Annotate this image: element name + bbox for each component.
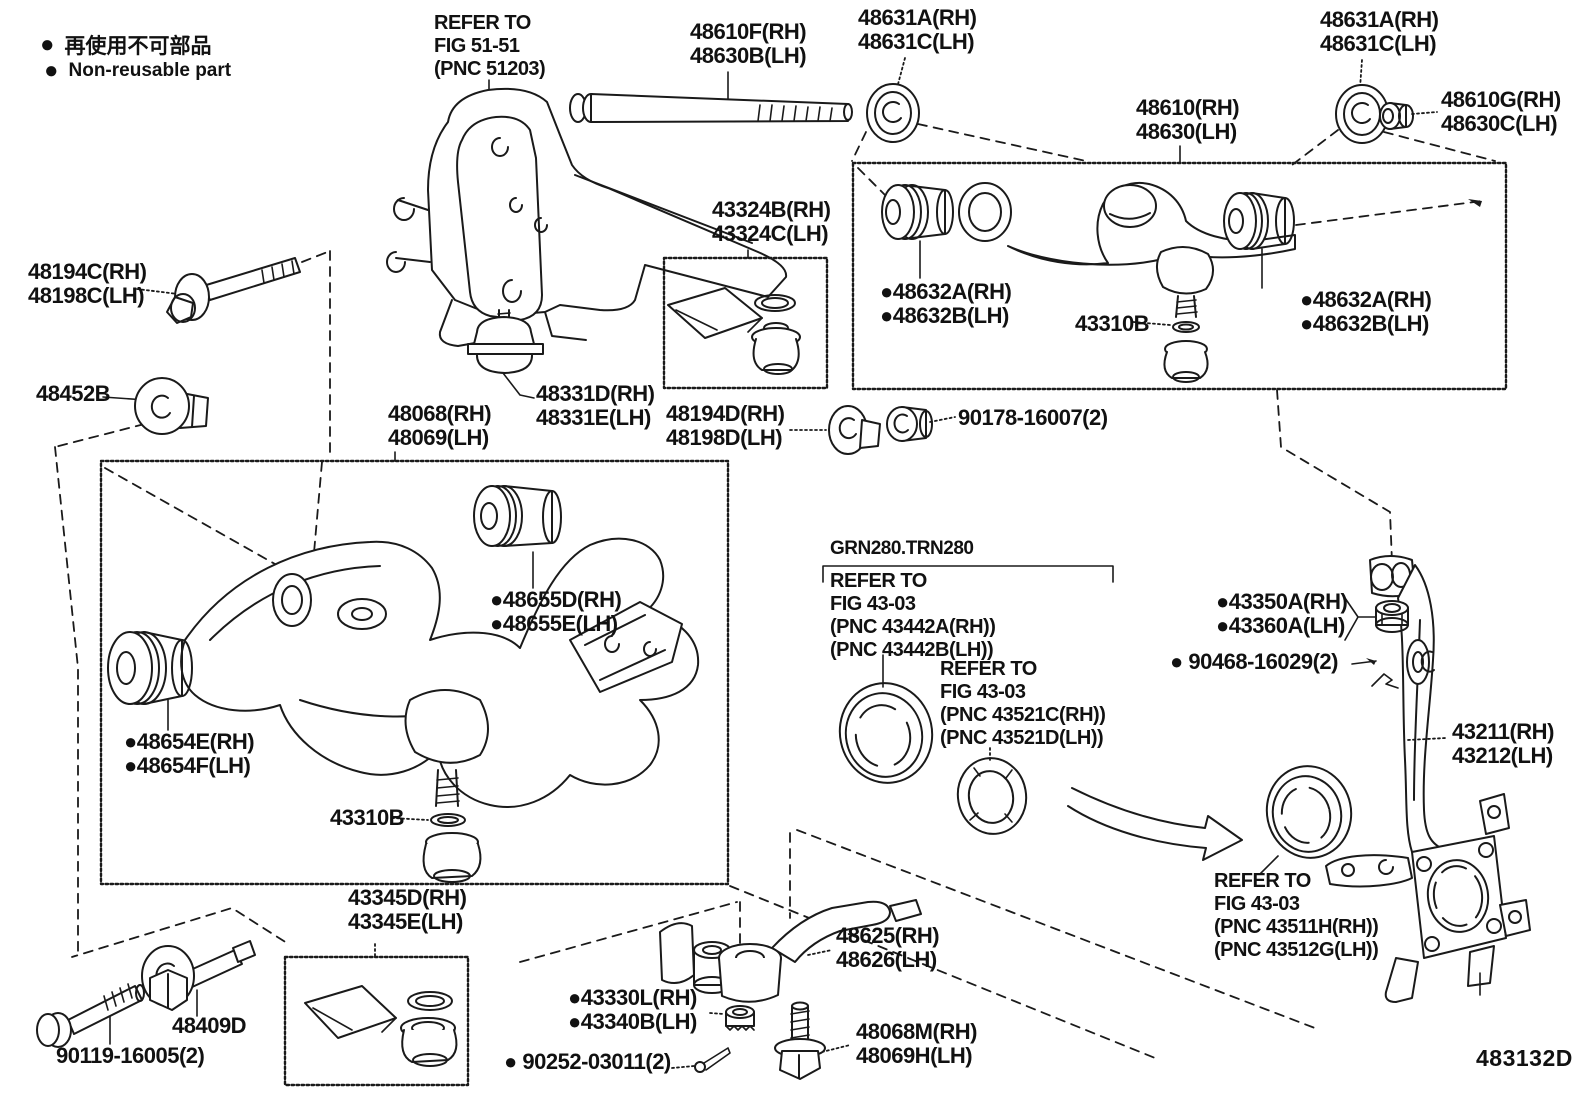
- part-label-90119: 90119-16005(2): [56, 1043, 205, 1068]
- bullet-icon: ●: [44, 57, 59, 84]
- part-label-43324b: 43324B(RH) 43324C(LH): [712, 197, 831, 246]
- kit-box-43324b: [662, 249, 829, 390]
- part-label-43310b-lower: 43310B: [330, 805, 405, 830]
- legend-non-reusable-en: ● Non-reusable part: [44, 59, 231, 83]
- seal-ref-43511: [1259, 765, 1353, 875]
- part-label-90252: ● 90252-03011(2): [504, 1049, 671, 1074]
- cap-43350a: [1344, 597, 1409, 641]
- part-label-48632a-left: ●48632A(RH) ●48632B(LH): [880, 279, 1012, 328]
- part-label-48610g: 48610G(RH) 48630C(LH): [1441, 87, 1561, 136]
- upper-arm-assembly-box: [851, 145, 1508, 391]
- part-label-43350a: ●43350A(RH) ●43360A(LH): [1216, 589, 1348, 638]
- part-label-90468: ● 90468-16029(2): [1170, 649, 1338, 674]
- figure-number: 483132D: [1476, 1045, 1573, 1071]
- part-label-48610f: 48610F(RH) 48630B(LH): [690, 19, 807, 68]
- pivot-bolt-48610f: [569, 71, 853, 123]
- bullet-icon: ●: [40, 31, 55, 58]
- part-label-48655d: ●48655D(RH) ●48655E(LH): [490, 587, 622, 636]
- kit-box-43345d: [283, 943, 470, 1087]
- knuckle-arm-48625: [659, 899, 922, 1003]
- part-label-48194d: 48194D(RH) 48198D(LH): [666, 401, 785, 450]
- lower-arm-assembly-box: [99, 451, 730, 886]
- cam-washer-48631a-right: [1335, 59, 1389, 144]
- seal-ref-43521: [956, 747, 1028, 835]
- ref-note-43511: REFER TO FIG 43-03 (PNC 43511H(RH)) (PNC…: [1214, 870, 1379, 961]
- part-label-48631a-right: 48631A(RH) 48631C(LH): [1320, 7, 1439, 56]
- bolt-48068m: [774, 1001, 851, 1080]
- part-label-90178: 90178-16007(2): [958, 405, 1108, 430]
- part-label-48194c: 48194C(RH) 48198C(LH): [28, 259, 147, 308]
- part-label-43211: 43211(RH) 43212(LH): [1452, 719, 1554, 768]
- bump-stop-48331d: [467, 309, 544, 399]
- ref-note-43521: REFER TO FIG 43-03 (PNC 43521C(RH)) (PNC…: [940, 658, 1106, 749]
- part-label-43345d: 43345D(RH) 43345E(LH): [348, 885, 467, 934]
- pin-90468: [1351, 658, 1399, 689]
- part-label-48632a-right: ●48632A(RH) ●48632B(LH): [1300, 287, 1432, 336]
- nut-90178: [886, 406, 956, 442]
- ref-note-fig-51-51: REFER TO FIG 51-51 (PNC 51203): [434, 12, 546, 80]
- collar-48610g: [1379, 102, 1438, 130]
- bolt-90119: [36, 983, 145, 1048]
- part-label-48631a-left: 48631A(RH) 48631C(LH): [858, 5, 977, 54]
- nut-43330l: [709, 1005, 755, 1031]
- cam-washer-48194d: [789, 405, 881, 455]
- seal-ref-43442: [838, 654, 934, 784]
- steering-knuckle-43211: [1325, 555, 1531, 1003]
- legend-jp-text: 再使用不可部品: [64, 35, 212, 58]
- part-label-48409d: 48409D: [172, 1013, 247, 1038]
- legend-en-text: Non-reusable part: [68, 60, 232, 81]
- part-label-48331d: 48331D(RH) 48331E(LH): [536, 381, 655, 430]
- frame-bracket-drawing: [386, 79, 788, 347]
- part-label-48068: 48068(RH) 48069(LH): [388, 401, 492, 450]
- legend-non-reusable-jp: ● 再使用不可部品: [40, 30, 212, 60]
- cam-washer-48631a-left: [866, 57, 920, 143]
- cam-plate-48452b: [102, 377, 209, 435]
- install-arrow: [1067, 787, 1243, 861]
- part-label-48068m: 48068M(RH) 48069H(LH): [856, 1019, 977, 1068]
- part-label-43330l: ●43330L(RH) ●43340B(LH): [568, 985, 697, 1034]
- grn280-bracket: [822, 565, 1114, 583]
- ref-note-43442: REFER TO FIG 43-03 (PNC 43442A(RH)) (PNC…: [830, 570, 996, 661]
- model-code-grn280: GRN280.TRN280: [830, 538, 974, 559]
- cam-bolt-48409d: [141, 940, 256, 1017]
- part-label-48625: 48625(RH) 48626(LH): [836, 923, 940, 972]
- part-label-43310b-upper: 43310B: [1075, 311, 1150, 336]
- part-label-48654e: ●48654E(RH) ●48654F(LH): [124, 729, 255, 778]
- cotter-pin-90252: [671, 1047, 731, 1073]
- cam-bolt-48194c: [136, 257, 301, 324]
- part-label-48610: 48610(RH) 48630(LH): [1136, 95, 1240, 144]
- part-label-48452b: 48452B: [36, 381, 111, 406]
